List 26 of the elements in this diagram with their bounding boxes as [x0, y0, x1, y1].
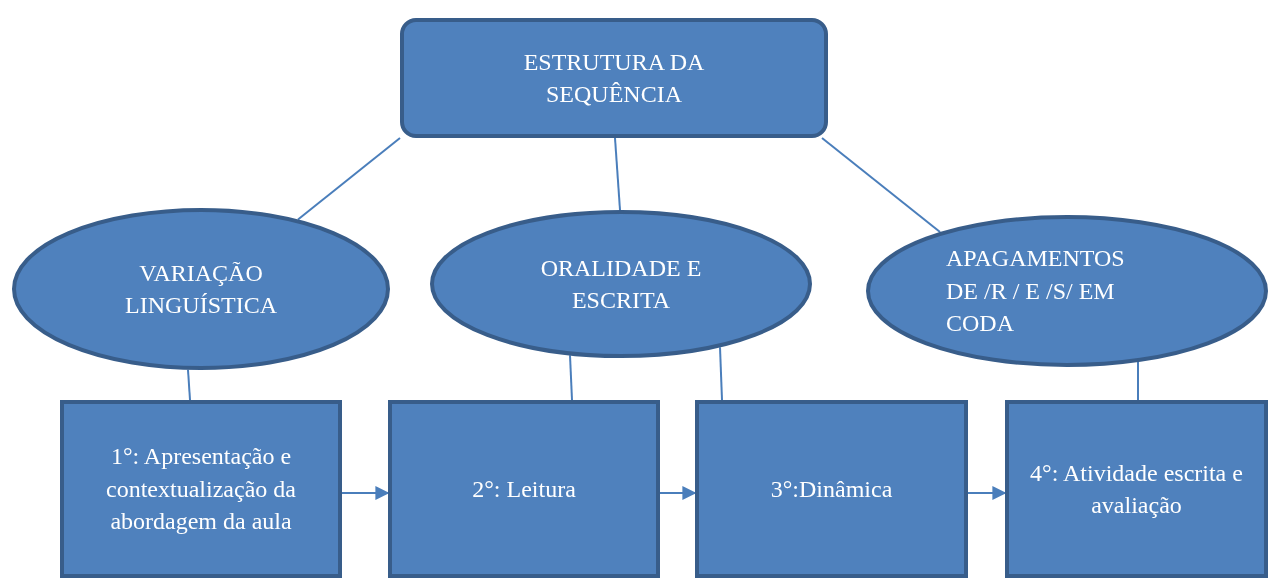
connector-line: [719, 346, 723, 401]
connector-line: [614, 137, 621, 211]
arrow: [341, 486, 390, 500]
node-label: VARIAÇÃO LINGUÍSTICA: [124, 258, 278, 320]
topic-ellipse: [12, 208, 390, 370]
connector-line: [297, 137, 401, 221]
node-label: 2°: Leitura: [472, 474, 576, 504]
node-label: APAGAMENTOS DE /R / E /S/ EM CODA: [946, 244, 1126, 339]
topic-ellipse: [430, 210, 812, 358]
topic-ellipse: [866, 215, 1268, 367]
step-box: [1005, 400, 1268, 578]
connector-line: [569, 354, 573, 401]
node-label: 1°: Apresentação e contextualização da abordagem da aula: [105, 442, 297, 537]
node-label: ESTRUTURA DA SEQUÊNCIA: [522, 47, 706, 109]
connector-line: [1137, 361, 1139, 401]
title-box: [400, 18, 828, 138]
node-label: 4°: Atividade escrita e avaliação: [1029, 458, 1244, 520]
node-label: ORALIDADE E ESCRITA: [539, 253, 703, 315]
step-box: [60, 400, 342, 578]
arrow: [967, 486, 1007, 500]
connector-line: [187, 368, 191, 401]
arrow: [659, 486, 697, 500]
connector-line: [821, 137, 941, 234]
node-label: 3°:Dinâmica: [770, 474, 893, 504]
step-box: [695, 400, 968, 578]
step-box: [388, 400, 660, 578]
